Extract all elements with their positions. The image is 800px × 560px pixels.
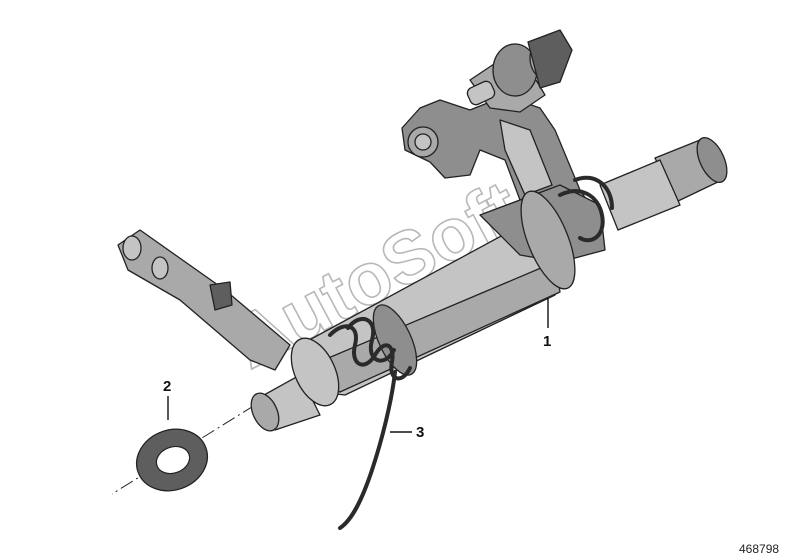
washer [135,428,209,492]
callout-3: 3 [416,424,424,441]
shift-shaft [250,137,728,432]
callout-2: 2 [163,378,171,395]
callout-1: 1 [543,333,551,350]
lever-arm-front [117,229,291,371]
document-number: 468798 [739,542,779,556]
return-spring [328,175,614,530]
